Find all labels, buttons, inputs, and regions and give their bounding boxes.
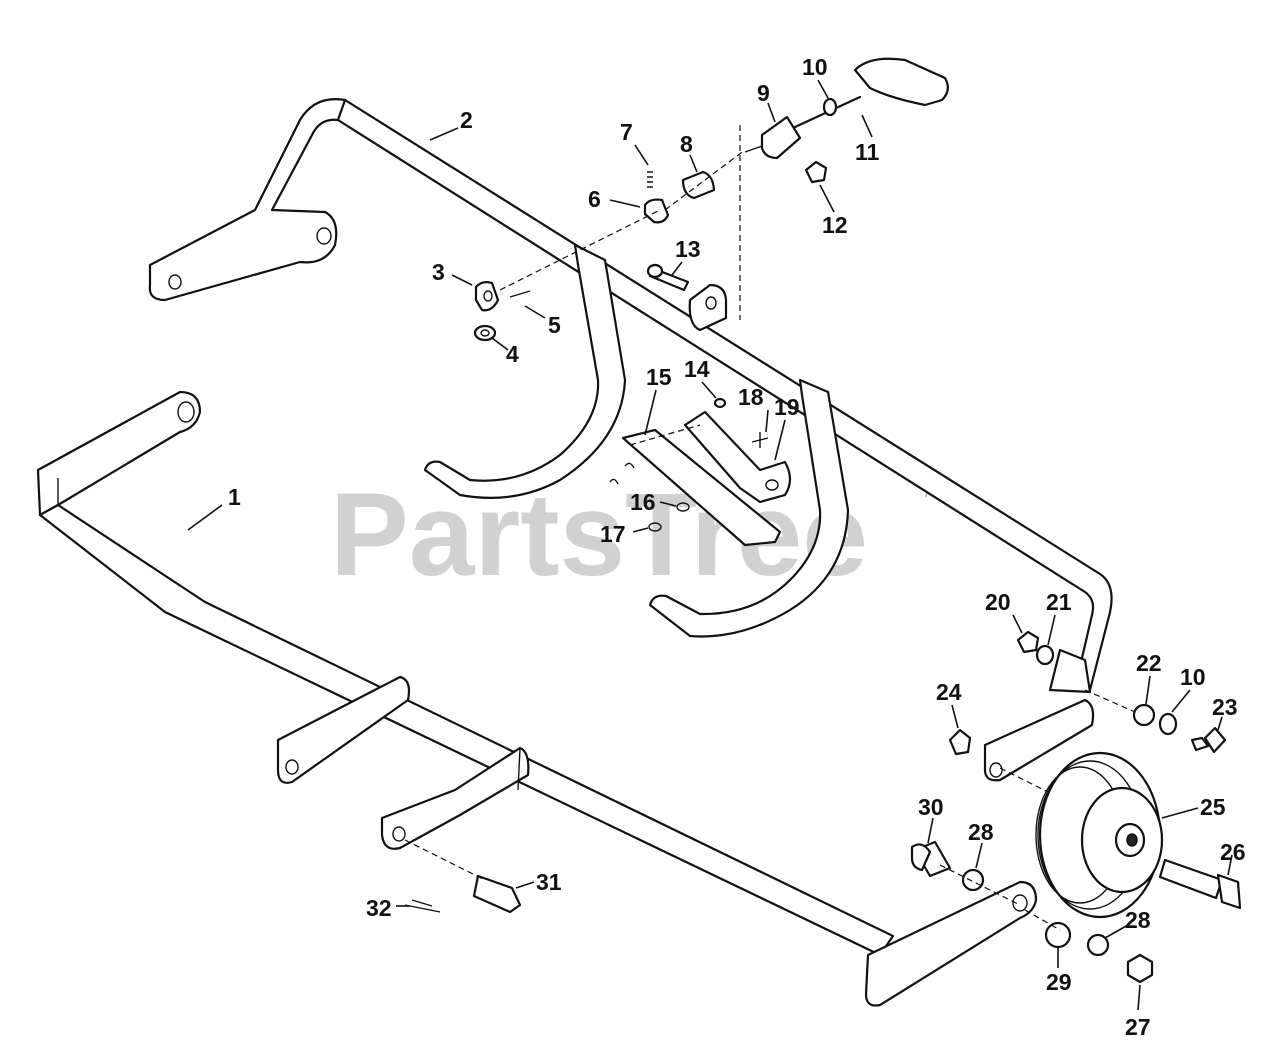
callout-18: 18 [738, 384, 764, 410]
callout-15: 15 [646, 364, 672, 390]
callout-1: 1 [228, 484, 241, 510]
callout-7: 7 [620, 119, 633, 145]
callout-28-left: 28 [968, 819, 994, 845]
callout-10-top: 10 [802, 54, 828, 80]
callout-14: 14 [684, 356, 710, 382]
callout-11: 11 [855, 139, 880, 165]
callout-12: 12 [822, 212, 848, 238]
part-1-frame [36, 390, 1038, 1007]
callout-10-right: 10 [1180, 664, 1206, 690]
callout-8: 8 [680, 131, 693, 157]
callout-28-right: 28 [1125, 907, 1151, 933]
callout-30: 30 [918, 794, 944, 820]
callout-29: 29 [1046, 969, 1072, 995]
callout-32: 32 [366, 895, 392, 921]
callout-24: 24 [936, 679, 962, 705]
callout-6: 6 [588, 186, 601, 212]
callout-25: 25 [1200, 794, 1226, 820]
callout-17: 17 [600, 521, 626, 547]
callout-20: 20 [985, 589, 1011, 615]
part-9-10-11-12-handle-assembly [739, 57, 949, 320]
callout-3: 3 [432, 259, 445, 285]
callout-22: 22 [1136, 650, 1162, 676]
callout-31: 31 [536, 869, 562, 895]
callout-13: 13 [675, 236, 701, 262]
callout-19: 19 [774, 394, 800, 420]
part-25-wheel [1035, 751, 1164, 919]
callout-27: 27 [1125, 1014, 1151, 1040]
part-13-bolt [646, 263, 690, 292]
callout-labels: 1 2 3 4 5 6 7 8 9 10 11 12 13 14 15 16 1… [228, 54, 1246, 1040]
part-3-4-5-pivot-hardware [473, 281, 531, 342]
part-31-32-pin-and-clip [404, 839, 522, 914]
callout-leaders [187, 79, 1233, 1011]
callout-26: 26 [1220, 839, 1246, 865]
callout-23: 23 [1212, 694, 1238, 720]
callout-16: 16 [630, 489, 656, 515]
assembly-lines [499, 149, 746, 446]
callout-5: 5 [548, 312, 561, 338]
callout-21: 21 [1046, 589, 1072, 615]
callout-9: 9 [757, 80, 770, 106]
callout-2: 2 [460, 107, 473, 133]
part-26-axle-bolt [1158, 858, 1242, 910]
part-20-24-wheel-hardware [948, 630, 1227, 799]
part-15-19-plate-and-bracket [609, 397, 792, 547]
part-27-30-lower-hardware [910, 840, 1154, 984]
part-6-7-8-collar-spring-sleeve [643, 170, 716, 224]
part-2-bar [148, 98, 1113, 782]
callout-4: 4 [506, 341, 519, 367]
